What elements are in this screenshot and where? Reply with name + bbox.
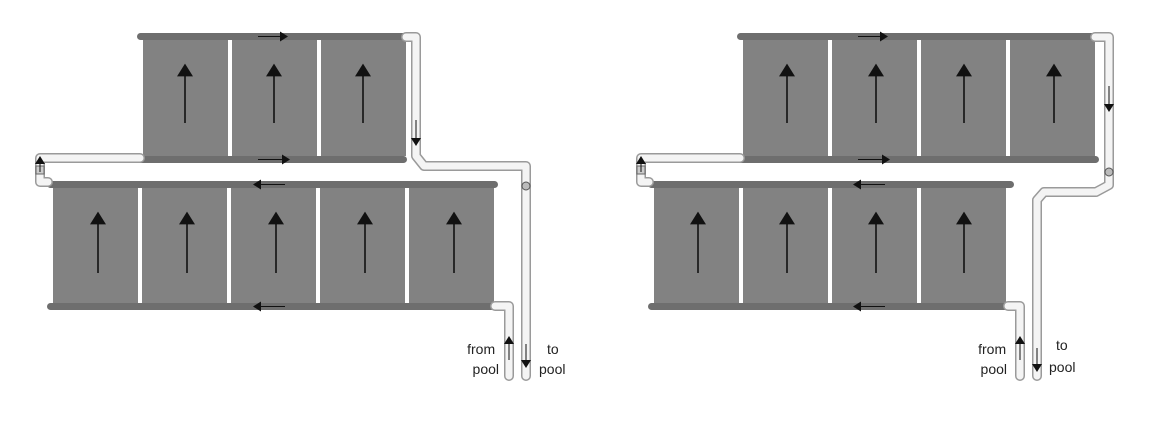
left-diagram: from pool to pool xyxy=(35,31,565,381)
solar-panel xyxy=(654,188,739,303)
top-row-bottom-header xyxy=(737,156,1099,163)
from-pool-label: from pool xyxy=(467,341,499,377)
solar-panel xyxy=(409,188,494,303)
bottom-row-top-header xyxy=(648,181,1014,188)
solar-panel xyxy=(743,40,828,156)
bottom-row-bottom-header xyxy=(648,303,1010,310)
pipe-crossover xyxy=(636,153,745,187)
check-valve xyxy=(521,181,531,191)
to-pool-label: to pool xyxy=(1049,337,1075,375)
right-diagram: from pool to pool xyxy=(636,31,1114,381)
solar-panel xyxy=(743,188,828,303)
from-pool-label: from pool xyxy=(978,341,1010,377)
solar-panel xyxy=(320,188,405,303)
solar-panel xyxy=(231,188,316,303)
solar-panel xyxy=(832,188,917,303)
top-row-top-header xyxy=(737,33,1109,40)
to-pool-label: to pool xyxy=(539,341,565,377)
pipe-crossover xyxy=(35,153,145,187)
solar-panel xyxy=(832,40,917,156)
solar-panel xyxy=(53,188,138,303)
check-valve xyxy=(1104,167,1114,177)
solar-panel xyxy=(1010,40,1095,156)
solar-panel xyxy=(142,188,227,303)
